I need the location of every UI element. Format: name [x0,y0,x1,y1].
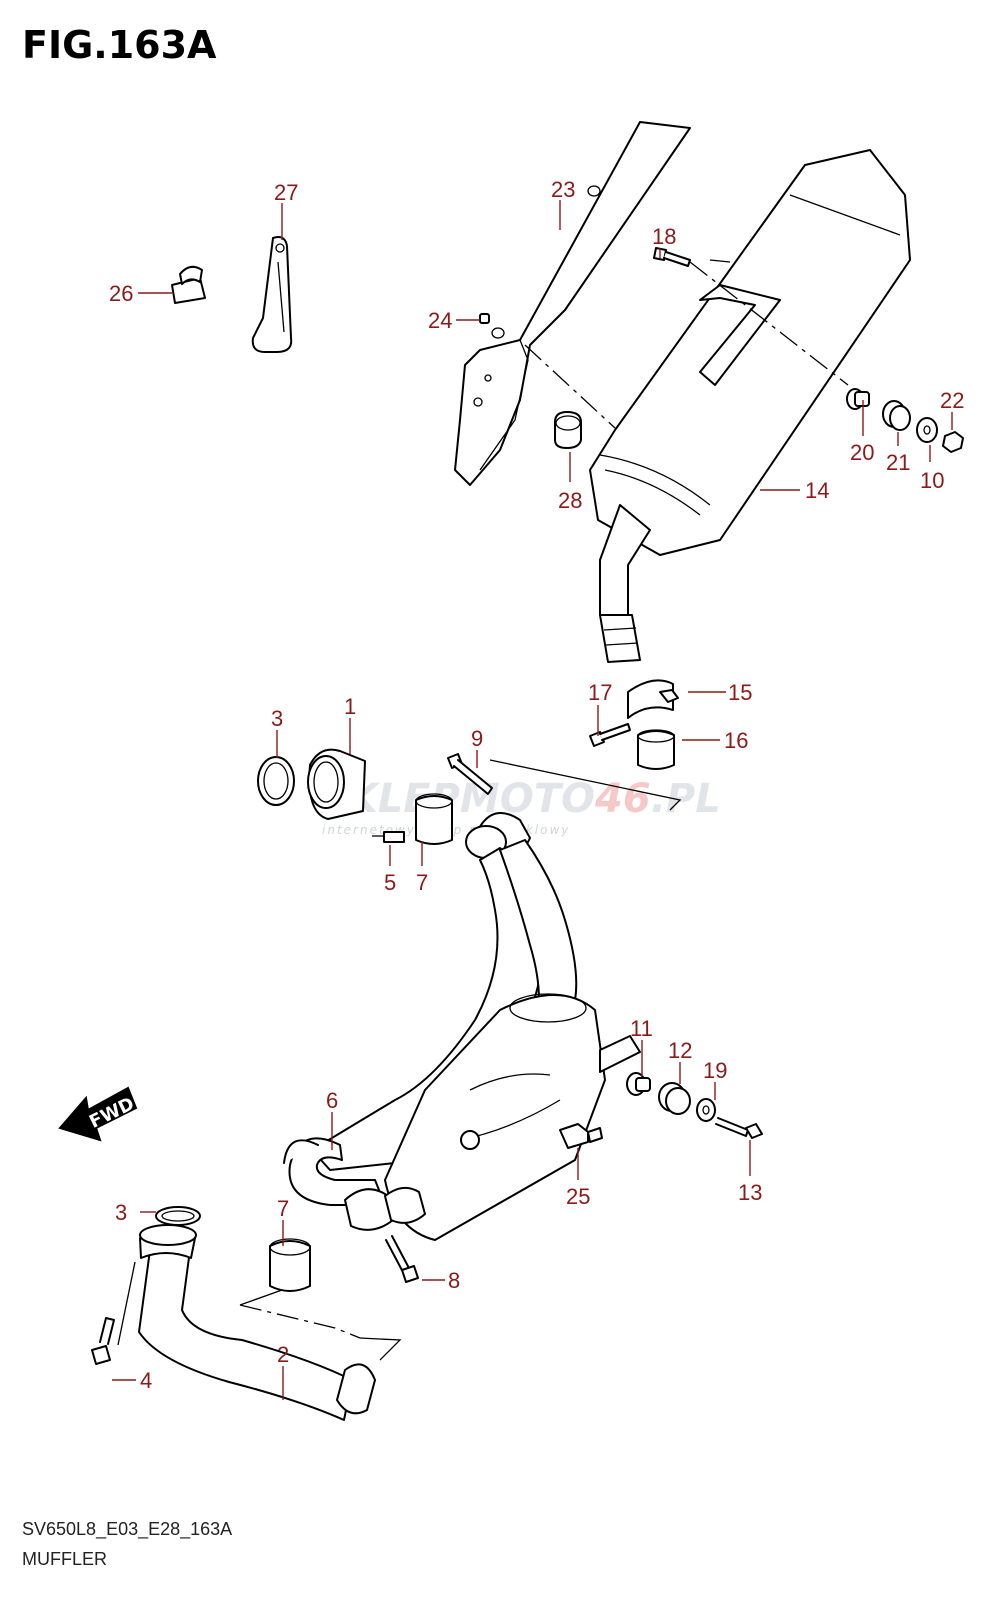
part-3-lower-gasket [155,1206,201,1226]
part-11-collar [626,1072,651,1096]
part-7-lower-gasket [269,1238,311,1292]
part-5-bolt [372,831,405,843]
part-26-clip [171,265,206,304]
part-17-bolt [589,723,631,747]
part-7-upper-gasket [415,793,453,845]
callout-2: 2 [277,1342,289,1367]
callout-24: 24 [428,308,452,333]
part-14-muffler [589,149,911,663]
callout-22: 22 [940,388,964,413]
part-8-bolt [385,1235,419,1283]
callout-6: 6 [326,1088,338,1113]
part-20-collar [846,388,870,410]
callout-21: 21 [886,450,910,475]
part-22-nut [942,431,964,453]
part-13-bolt [715,1117,763,1139]
assembly-line-pipe-start [239,1289,283,1306]
callout-7-lower: 7 [277,1196,289,1221]
callout-3-lower: 3 [115,1200,127,1225]
arrow-icon [58,1086,138,1142]
assembly-line-bolt [689,261,849,386]
figure-name: MUFFLER [22,1549,107,1569]
callout-18: 18 [652,224,676,249]
callout-leaders [112,200,953,1400]
callout-9: 9 [471,726,483,751]
callout-13: 13 [738,1180,762,1205]
part-9-bolt [447,753,493,795]
part-21-cushion [882,400,911,431]
callout-5: 5 [384,870,396,895]
figure-title: FIG.163A [22,23,217,67]
callout-26: 26 [109,281,133,306]
part-19-washer [696,1098,716,1122]
part-24-screw [479,313,490,324]
callout-12: 12 [668,1038,692,1063]
part-10-washer [916,417,938,443]
callout-8: 8 [448,1268,460,1293]
figure-code: SV650L8_E03_E28_163A [22,1519,232,1540]
part-1-joint [307,748,366,820]
callout-16: 16 [724,728,748,753]
callout-10: 10 [920,468,944,493]
part-28-cushion [554,411,582,449]
callout-3-upper: 3 [271,706,283,731]
part-3-upper-gasket [257,756,295,806]
callout-20: 20 [850,440,874,465]
assembly-line-upper [489,759,682,811]
watermark-main: SKLEPMOTO46.PL [318,776,721,822]
callout-25: 25 [566,1184,590,1209]
callout-11: 11 [630,1016,653,1041]
assembly-line-pipe [239,1304,361,1339]
callout-14: 14 [805,478,829,503]
callout-15: 15 [728,680,752,705]
part-27-stay [251,236,293,353]
part-23-protector [454,121,691,486]
fwd-arrow: FWD [58,1086,138,1142]
callout-7-upper: 7 [416,870,428,895]
callouts: 27 26 23 24 18 28 14 20 21 10 22 15 16 1… [109,177,964,1393]
callout-4: 4 [140,1368,152,1393]
assembly-line-shield [524,344,616,429]
part-6-exhaust-pipe [283,811,641,1241]
callout-17: 17 [588,680,612,705]
assembly-line-pipe-end [359,1337,402,1361]
part-25-sensor [559,1123,603,1149]
part-16-gasket [637,729,675,770]
callout-28: 28 [558,488,582,513]
callout-27: 27 [274,180,298,205]
callout-23: 23 [551,177,575,202]
part-12-cushion [658,1082,691,1115]
part-15-clamp [627,679,679,719]
callout-1: 1 [344,694,356,719]
part-2-front-pipe [117,1224,376,1421]
callout-19: 19 [703,1058,727,1083]
part-4-bolt [91,1317,115,1365]
